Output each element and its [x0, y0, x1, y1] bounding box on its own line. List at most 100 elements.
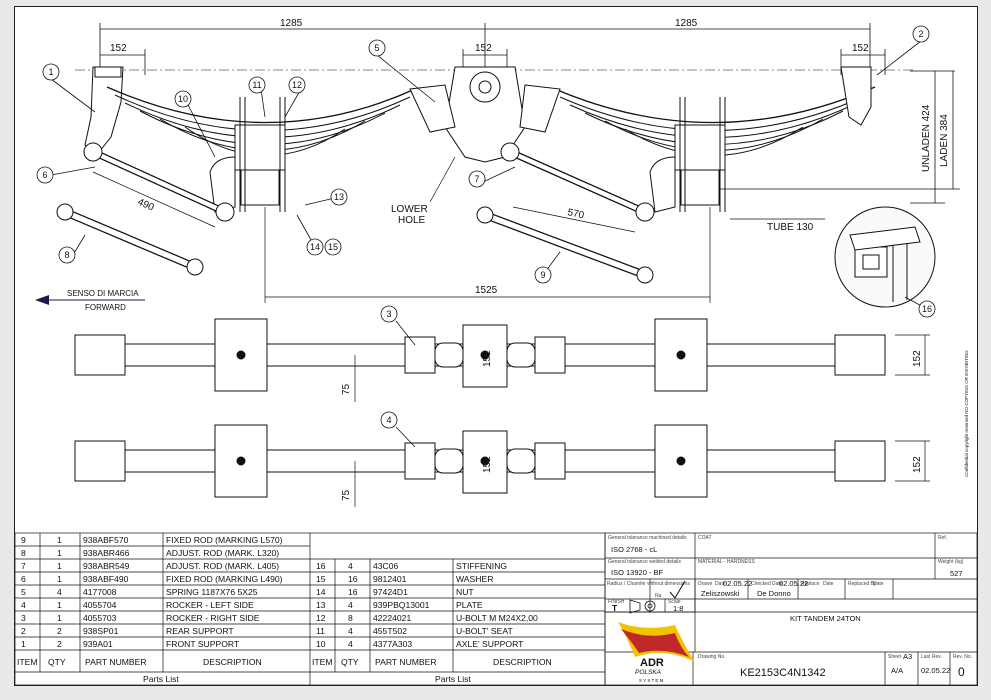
balloon-2: 2	[918, 29, 923, 39]
right-row-desc: U-BOLT M M24X2,00	[456, 613, 538, 623]
header-part-number: PART NUMBER	[375, 657, 437, 667]
right-row-part: 42224021	[373, 613, 411, 623]
lower-hole-leader	[429, 156, 456, 203]
item-balloons	[36, 25, 936, 448]
replaced-by-label: Replaced By	[848, 581, 877, 587]
left-row-part: 938ABR466	[83, 548, 130, 558]
replace-label: Replace	[801, 581, 820, 587]
balloon-15: 15	[328, 242, 338, 252]
left-row-qty: 1	[57, 600, 62, 610]
header-description: DESCRIPTION	[493, 657, 552, 667]
item-balloon-labels: 1 2 3 4 5 6 7 8 9 10 11 12 13 14 15 16	[42, 29, 932, 425]
machined-value: ISO 2768 - cL	[611, 545, 657, 554]
header-qty: QTY	[48, 657, 66, 667]
check-mark-icon	[669, 580, 686, 599]
balloon-14: 14	[310, 242, 320, 252]
checked-by: De Donno	[757, 589, 791, 598]
drawing-sheet: 1285 1285 152 152 152 UNLADEN 424 LADEN …	[14, 6, 978, 686]
left-row-qty: 2	[57, 626, 62, 636]
replaced-date-label: Date	[873, 581, 884, 587]
left-row-qty: 4	[57, 587, 62, 597]
left-row-part: 938ABR549	[83, 561, 130, 571]
top-dimensions	[75, 23, 960, 204]
right-row-qty: 16	[348, 574, 358, 584]
header-part-number: PART NUMBER	[85, 657, 147, 667]
dim-152-rocker-upper: 152	[482, 350, 493, 367]
header-item: ITEM	[312, 657, 333, 667]
right-row-qty: 4	[348, 639, 353, 649]
drawing-title: KIT TANDEM 24TON	[790, 614, 861, 623]
last-rev-date: 02.05.22	[921, 666, 950, 675]
balloon-13: 13	[334, 192, 344, 202]
right-row-part: 939PBQ13001	[373, 600, 430, 610]
left-row-qty: 1	[57, 613, 62, 623]
balloon-12: 12	[292, 80, 302, 90]
right-row-item: 16	[316, 561, 326, 571]
logo-main-text: ADR	[640, 657, 664, 669]
header-description: DESCRIPTION	[203, 657, 262, 667]
dim-1525: 1525	[475, 285, 498, 296]
title-block-text: General tolerance machined details ISO 2…	[607, 535, 972, 683]
balloon-1: 1	[48, 67, 53, 77]
right-row-item: 14	[316, 587, 326, 597]
left-row-part: 938ABF490	[83, 574, 129, 584]
logo-sub-text: POLSKA	[635, 669, 661, 676]
left-row-qty: 1	[57, 548, 62, 558]
right-row-item: 13	[316, 600, 326, 610]
last-rev-label: Last Rev.	[921, 654, 942, 660]
coat-label: COAT	[698, 535, 712, 541]
balloon-9: 9	[540, 270, 545, 280]
dim-152-end-upper: 152	[912, 350, 923, 367]
left-row-qty: 1	[57, 574, 62, 584]
direction-label-it: SENSO DI MARCIA	[67, 289, 139, 298]
finish-value: T	[612, 603, 618, 613]
dim-laden: LADEN 384	[939, 114, 950, 167]
machined-label: General tolerance machined details	[608, 535, 687, 541]
drawn-label: Drawn	[698, 581, 713, 587]
checked-date-label: Date	[772, 581, 783, 587]
left-row-qty: 2	[57, 639, 62, 649]
right-row-qty: 4	[348, 561, 353, 571]
right-row-part: 9812401	[373, 574, 407, 584]
left-row-part: 4055703	[83, 613, 117, 623]
drawing-no-label: Drawing No.	[698, 654, 726, 660]
dim-152-mid: 152	[475, 43, 492, 54]
left-row-desc: FIXED ROD (MARKING L570)	[166, 535, 283, 545]
left-row-item: 2	[21, 626, 26, 636]
checked-date: 02.05.22	[779, 579, 808, 588]
left-row-item: 6	[21, 574, 26, 584]
dim-75-upper: 75	[341, 383, 352, 395]
drawn-date-label: Date	[715, 581, 726, 587]
left-row-desc: ROCKER - RIGHT SIDE	[166, 613, 260, 623]
ra-label: Ra	[655, 593, 662, 599]
rev-no-label: Rev. No.	[953, 654, 972, 660]
left-row-item: 4	[21, 600, 26, 610]
left-row-item: 3	[21, 613, 26, 623]
side-view	[56, 66, 876, 284]
scale-label: Scale	[668, 599, 681, 605]
dim-152-left: 152	[110, 43, 127, 54]
weight-value: 527	[950, 569, 963, 578]
tube-label: TUBE 130	[767, 222, 814, 233]
right-row-part: 97424D1	[373, 587, 408, 597]
confidential-note: Confidential copyright reserved NO COPYI…	[964, 350, 969, 477]
parts-list-headers: ITEM QTY PART NUMBER DESCRIPTION ITEM QT…	[17, 657, 552, 684]
rev-no-value: 0	[958, 665, 965, 679]
dim-1285-right: 1285	[675, 18, 698, 29]
right-row-qty: 4	[348, 600, 353, 610]
left-row-item: 1	[21, 639, 26, 649]
right-row-desc: AXLE' SUPPORT	[456, 639, 524, 649]
finish-label: FINISH	[608, 599, 625, 605]
direction-label-en: FORWARD	[85, 303, 126, 312]
welded-value: ISO 13920 - BF	[611, 568, 664, 577]
welded-label: General tolerance welded details	[608, 559, 681, 565]
left-row-qty: 1	[57, 561, 62, 571]
ref-label: Ref.	[938, 535, 947, 541]
right-row-item: 10	[316, 639, 326, 649]
right-row-desc: PLATE	[456, 600, 483, 610]
sheet-value: A3	[903, 652, 912, 661]
checked-label: Checked	[751, 581, 771, 587]
left-row-qty: 1	[57, 535, 62, 545]
right-row-part: 455T502	[373, 626, 407, 636]
left-row-desc: SPRING 1187X76 5X25	[166, 587, 258, 597]
